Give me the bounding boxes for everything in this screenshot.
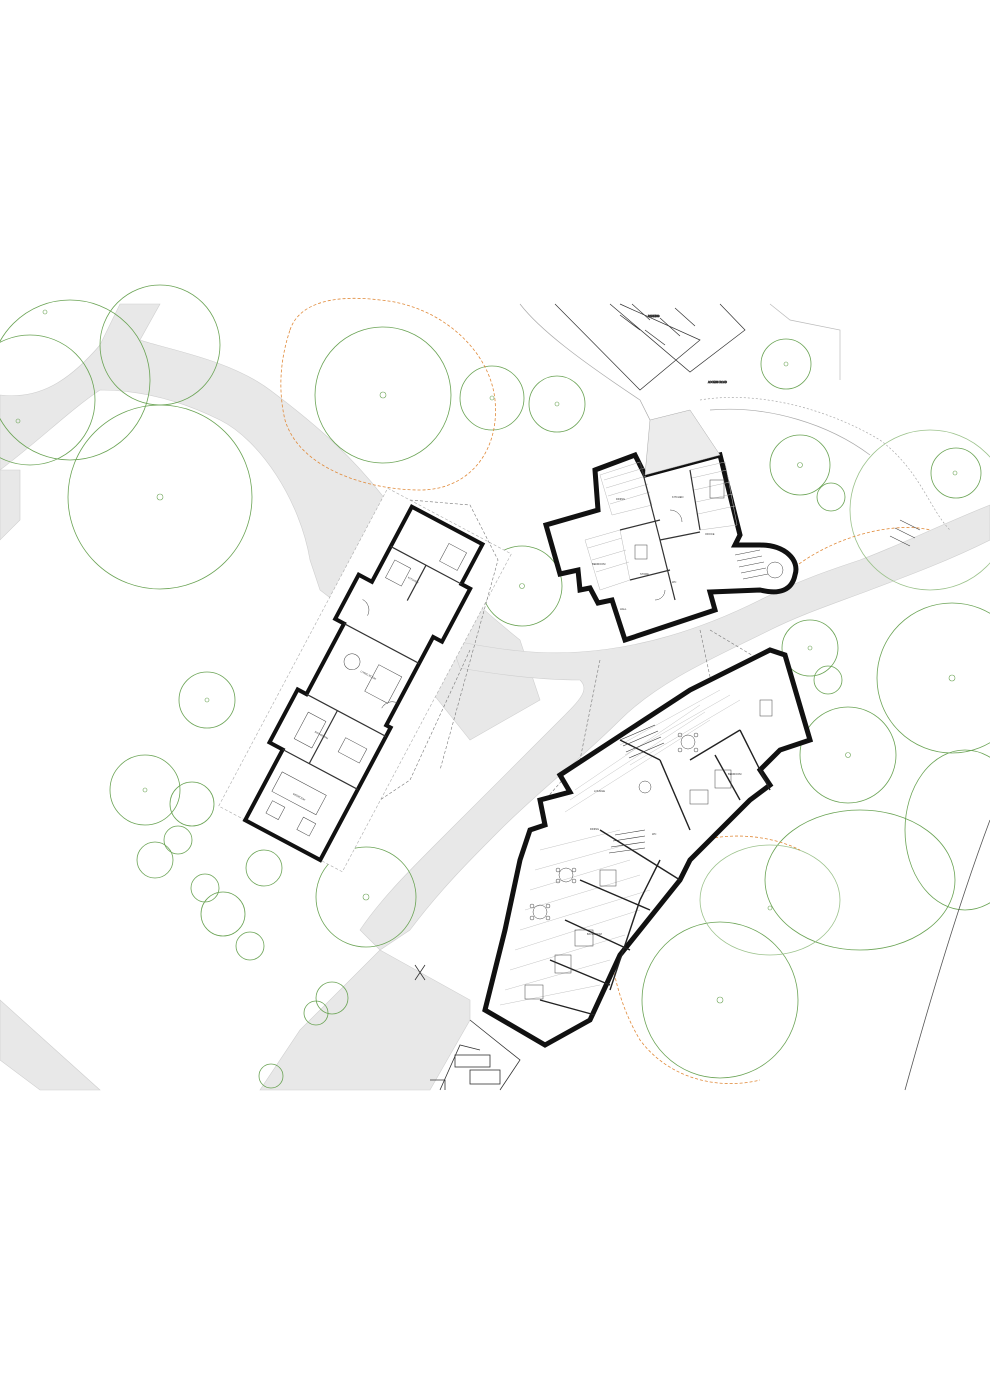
neighbour-building — [414, 964, 521, 1091]
tree-canopy — [178, 671, 236, 729]
access-label: ACCESS ROAD — [708, 380, 727, 384]
path-west-edge — [0, 999, 101, 1091]
room-label: BEDROOM — [728, 772, 741, 776]
walkway-central — [359, 504, 990, 951]
path-west-upper — [0, 469, 21, 541]
tree-canopy — [769, 434, 831, 496]
trees-layer — [0, 284, 990, 1089]
tree-canopy — [67, 404, 253, 590]
tree-canopy — [136, 841, 174, 879]
tree-canopy — [0, 334, 96, 466]
tree-canopy — [930, 447, 982, 499]
room-label: KITCHEN — [407, 576, 419, 585]
tree-canopy — [764, 809, 956, 951]
plaza-south — [259, 949, 471, 1091]
tree-trunks — [15, 309, 958, 1004]
tree-canopy — [876, 602, 990, 754]
room-label: HALL — [620, 607, 627, 611]
tree-canopy — [816, 482, 846, 512]
site-boundary-east — [904, 819, 990, 1091]
footpath-north — [0, 303, 541, 741]
building-south-plan — [482, 647, 814, 1048]
parking-label: PARKING — [648, 314, 659, 318]
building-south: LOUNGE DINING WC BEDROOM BATHROOM — [482, 647, 814, 1048]
steps-east — [889, 519, 921, 547]
tree-canopy — [314, 326, 452, 464]
tree-canopy — [459, 365, 525, 431]
room-label: WC — [672, 580, 676, 584]
room-label: BEDROOM — [592, 562, 605, 566]
tree-canopy — [235, 931, 265, 961]
tree-canopy — [528, 375, 586, 433]
room-label: KITCHEN — [672, 495, 684, 499]
tree-canopy — [245, 849, 283, 887]
room-label: LIVING ROOM — [360, 669, 377, 681]
tree-canopy — [109, 754, 181, 826]
tree-canopy — [781, 619, 839, 677]
building-north: DINING KITCHEN OFFICE BEDROOM STORE WC H… — [542, 451, 799, 644]
tree-canopy — [315, 846, 417, 948]
tree-canopy — [760, 338, 812, 390]
tree-canopy — [813, 665, 843, 695]
tree-canopy — [200, 891, 246, 937]
building-west-interior — [218, 488, 512, 872]
tree-canopy — [699, 844, 841, 956]
room-label: LOUNGE — [594, 789, 605, 793]
tree-canopy — [303, 1000, 329, 1026]
tree-canopy — [849, 429, 990, 591]
tree-canopy — [799, 706, 897, 804]
room-label: DINING — [616, 497, 625, 501]
tree-canopy — [190, 873, 220, 903]
room-label: OFFICE — [705, 532, 715, 536]
room-label: BATHROOM — [587, 932, 602, 936]
room-label: DINING — [590, 827, 599, 831]
room-label: BATHROOM — [314, 730, 329, 740]
tree-canopy — [0, 299, 151, 461]
tree-canopy — [169, 781, 215, 827]
entrance-gravel — [644, 409, 721, 476]
tree-canopy — [99, 284, 221, 406]
tree-canopy — [258, 1063, 284, 1089]
tree-canopy — [904, 749, 990, 911]
building-north-plan — [542, 451, 799, 644]
room-label: STORE — [640, 572, 649, 576]
building-west: LIVING ROOM BEDROOM KITCHEN BATHROOM — [218, 487, 512, 873]
room-label: WC — [652, 832, 656, 836]
tree-canopy — [315, 981, 349, 1015]
room-label: BEDROOM — [292, 792, 306, 802]
parking-area: PARKING ACCESS ROAD — [519, 303, 951, 531]
tree-canopy — [163, 825, 193, 855]
tree-canopy — [641, 921, 799, 1079]
